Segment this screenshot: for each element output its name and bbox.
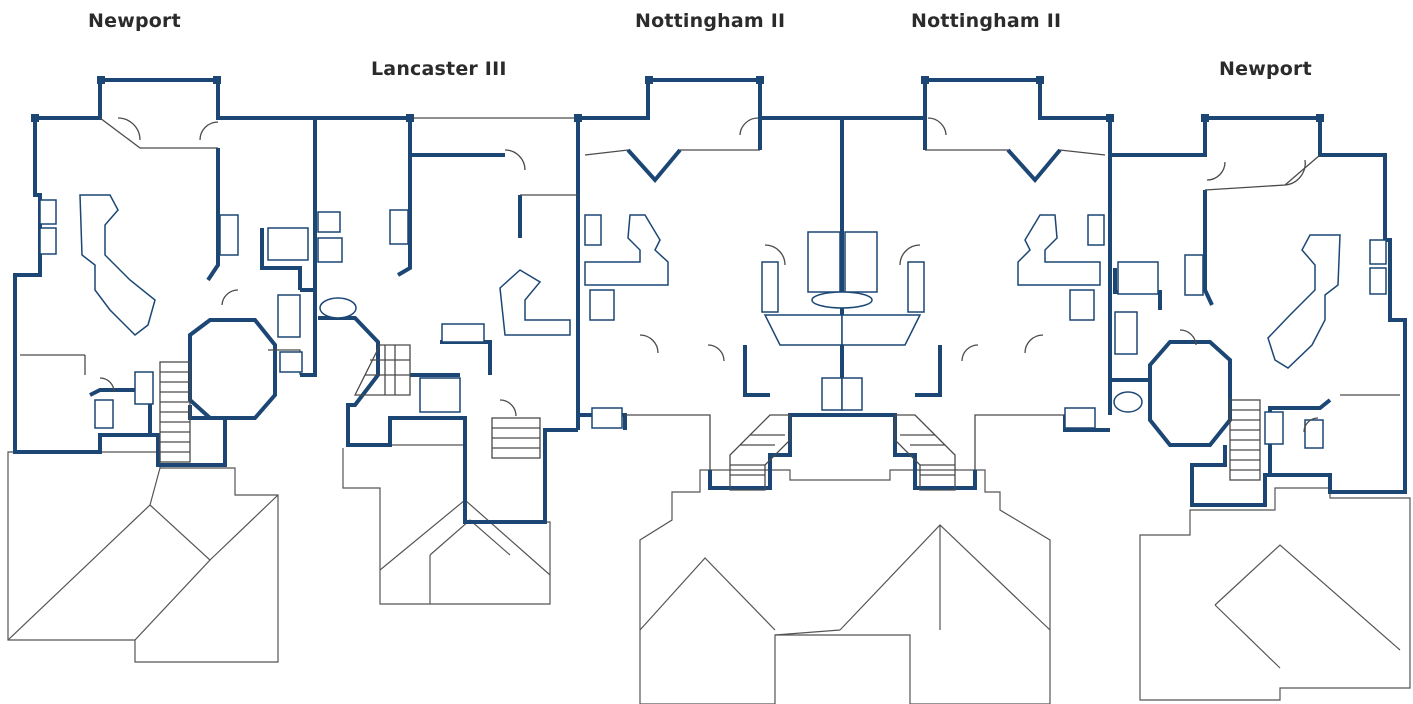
unit-lancaster	[315, 116, 580, 524]
unit-nottingham-a	[578, 78, 844, 491]
unit-label-lancaster: Lancaster III	[371, 58, 507, 80]
window-marks	[31, 76, 1324, 122]
unit-newport-left	[13, 78, 317, 467]
unit-label-newport-right: Newport	[1219, 58, 1312, 80]
unit-label-newport-left: Newport	[88, 10, 181, 32]
unit-nottingham-b	[811, 78, 1112, 491]
unit-label-nottingham-b: Nottingham II	[911, 10, 1062, 32]
unit-label-nottingham-a: Nottingham II	[635, 10, 786, 32]
unit-newport-right	[1110, 116, 1407, 507]
